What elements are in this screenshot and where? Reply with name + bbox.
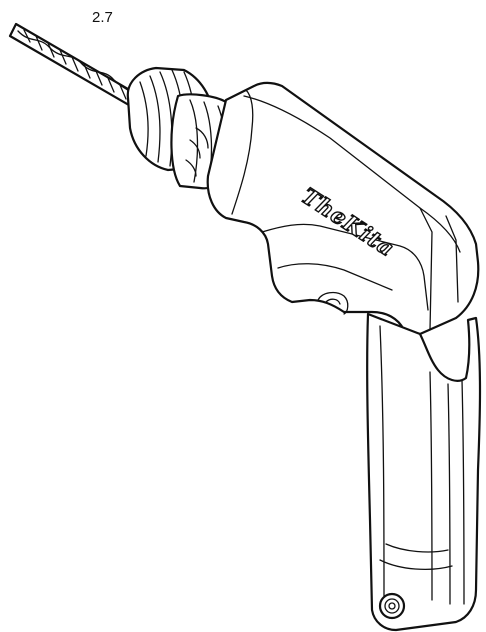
figure-number: 2.7 bbox=[92, 9, 113, 26]
drill-bit bbox=[8, 22, 142, 110]
drill-body: TheKita bbox=[185, 81, 480, 336]
drill-handle bbox=[366, 312, 482, 632]
